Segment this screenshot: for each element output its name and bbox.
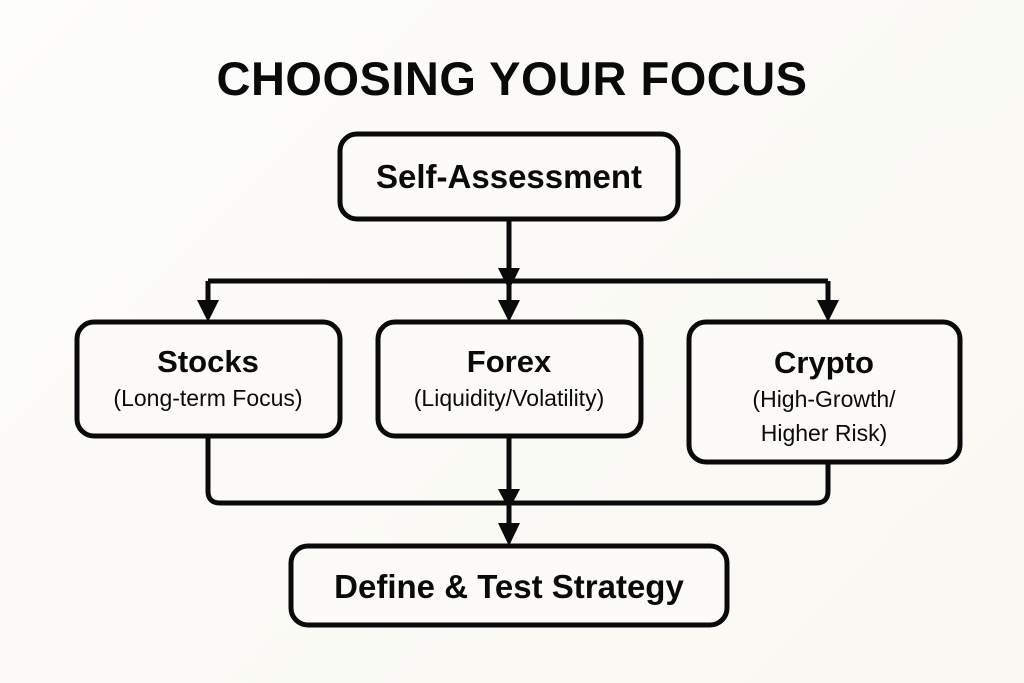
page-title: CHOOSING YOUR FOCUS (217, 52, 808, 105)
node-crypto-shape[interactable] (686, 319, 963, 465)
node-define-test-strategy-label: Define & Test Strategy (334, 568, 684, 605)
node-crypto[interactable]: Crypto (High-Growth/ Higher Risk) (686, 319, 963, 465)
node-forex[interactable]: Forex (Liquidity/Volatility) (375, 319, 644, 439)
node-self-assessment[interactable]: Self-Assessment (337, 131, 681, 222)
node-crypto-sublabel-line2: Higher Risk) (761, 420, 888, 446)
node-define-test-strategy[interactable]: Define & Test Strategy (288, 543, 730, 628)
node-crypto-label: Crypto (774, 345, 874, 380)
arrowhead-forex-at-merge (498, 489, 520, 510)
node-stocks-label: Stocks (157, 344, 259, 379)
node-stocks[interactable]: Stocks (Long-term Focus) (74, 319, 343, 439)
node-stocks-sublabel: (Long-term Focus) (113, 385, 302, 411)
arrowhead-to-end (498, 523, 520, 546)
arrowhead-to-stocks (197, 300, 219, 322)
node-crypto-sublabel-line1: (High-Growth/ (752, 386, 896, 412)
node-self-assessment-shape[interactable] (337, 131, 681, 222)
node-forex-label: Forex (467, 344, 552, 379)
edge-crypto-to-end (509, 462, 831, 506)
arrowhead-to-forex (498, 300, 520, 322)
node-self-assessment-label: Self-Assessment (376, 158, 642, 195)
node-forex-shape[interactable] (375, 319, 644, 439)
node-stocks-shape[interactable] (74, 319, 343, 439)
node-forex-sublabel: (Liquidity/Volatility) (414, 385, 604, 411)
edge-stocks-to-end (205, 436, 509, 506)
node-define-test-strategy-shape[interactable] (288, 543, 730, 628)
arrowhead-to-crypto (817, 300, 839, 322)
